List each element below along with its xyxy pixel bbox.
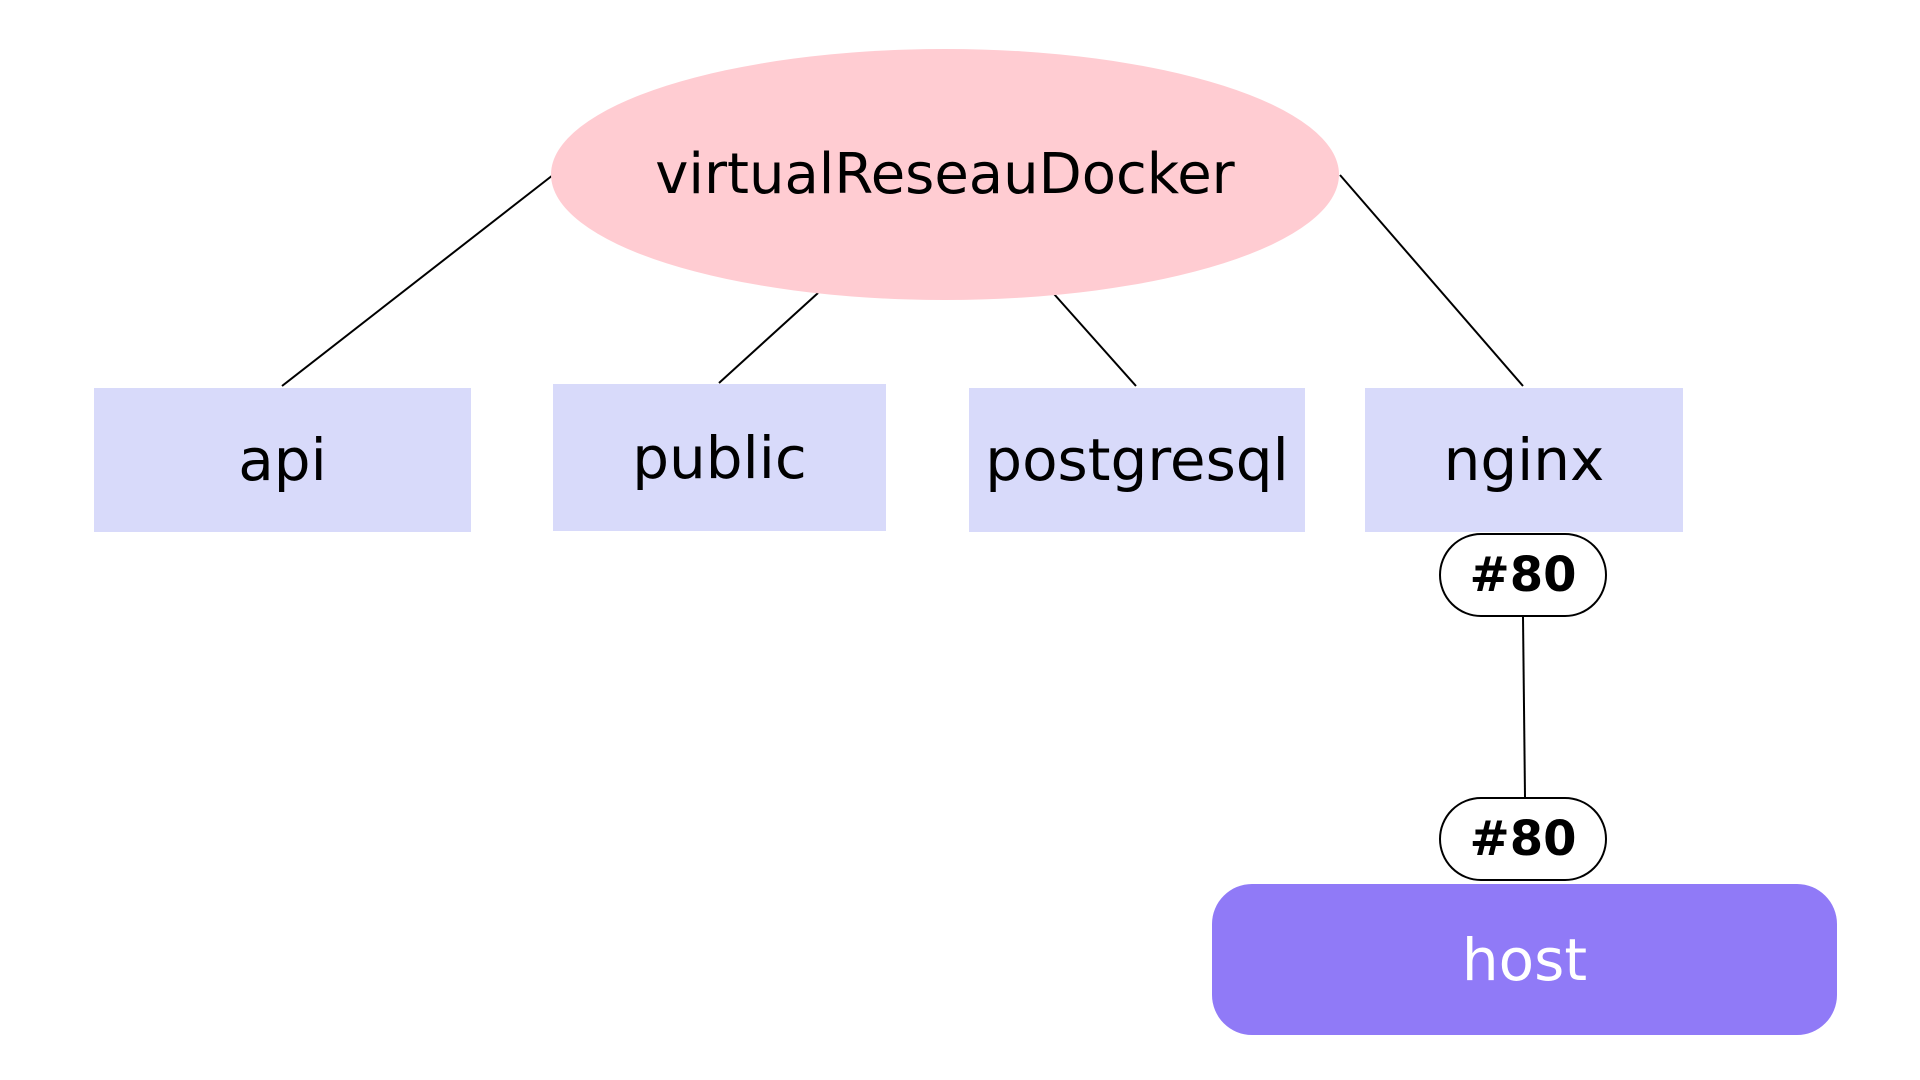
service-public: public bbox=[553, 384, 886, 531]
docker-network-label: virtualReseauDocker bbox=[655, 142, 1235, 207]
line-network-to-public bbox=[718, 292, 819, 384]
service-api-label: api bbox=[238, 426, 327, 494]
host-port-badge: #80 bbox=[1439, 797, 1607, 881]
line-network-to-api bbox=[281, 174, 554, 387]
line-network-to-postgresql bbox=[1053, 293, 1137, 387]
line-port-to-port bbox=[1522, 616, 1526, 798]
host-node: host bbox=[1212, 884, 1837, 1035]
service-nginx-label: nginx bbox=[1443, 426, 1605, 494]
container-port-label: #80 bbox=[1469, 547, 1577, 603]
line-network-to-nginx bbox=[1339, 174, 1524, 387]
service-api: api bbox=[94, 388, 471, 532]
service-public-label: public bbox=[632, 423, 807, 492]
service-postgresql: postgresql bbox=[969, 388, 1305, 532]
container-port-badge: #80 bbox=[1439, 533, 1607, 617]
host-port-label: #80 bbox=[1469, 811, 1577, 867]
host-label: host bbox=[1461, 925, 1588, 994]
docker-network-node: virtualReseauDocker bbox=[551, 49, 1339, 300]
service-postgresql-label: postgresql bbox=[985, 426, 1289, 494]
service-nginx: nginx bbox=[1365, 388, 1683, 532]
